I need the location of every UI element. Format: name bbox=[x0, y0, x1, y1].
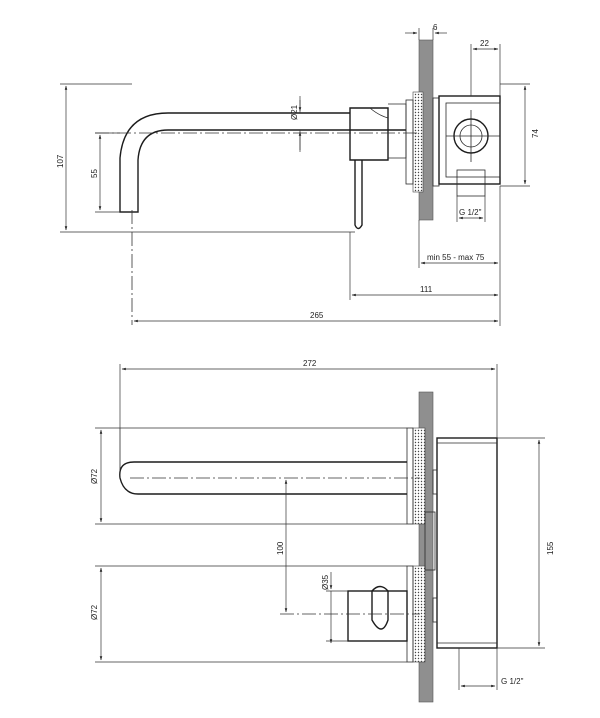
dim-outlet-height: 55 bbox=[90, 169, 99, 178]
dim-total-length-top: 265 bbox=[310, 311, 324, 320]
spout-body bbox=[119, 112, 406, 213]
box-side-tab-upper bbox=[432, 469, 438, 495]
dim-box-height: 74 bbox=[531, 129, 540, 138]
bottom-view: 272 Ø72 Ø72 100 Ø35 155 G 1/2" bbox=[90, 359, 555, 703]
lever-handle bbox=[354, 160, 363, 230]
dim-lever-depth: 111 bbox=[420, 285, 433, 294]
valve-box-top bbox=[438, 95, 501, 185]
thread-stub-top bbox=[456, 169, 486, 197]
dim-total-length-bottom: 272 bbox=[303, 359, 317, 368]
lever-cap bbox=[369, 107, 389, 119]
lever-body-front bbox=[347, 590, 408, 642]
dim-thread-bottom: G 1/2" bbox=[501, 677, 524, 686]
dim-thread-top: G 1/2" bbox=[459, 208, 482, 217]
valve-box-bottom bbox=[436, 437, 498, 649]
dim-plate-lower: Ø72 bbox=[90, 604, 99, 620]
wall-connector-mid bbox=[424, 511, 436, 571]
lever-body bbox=[349, 107, 389, 161]
rosette-upper bbox=[406, 427, 414, 525]
wall-flange-outer bbox=[432, 97, 440, 187]
dim-lever-diameter: Ø35 bbox=[321, 574, 330, 590]
wall-flange-top bbox=[405, 99, 414, 185]
dim-spacing: 100 bbox=[276, 541, 285, 555]
dim-box-height-bottom: 155 bbox=[546, 541, 555, 555]
box-side-tab-lower bbox=[432, 597, 438, 623]
dim-depth-range: min 55 - max 75 bbox=[427, 253, 485, 262]
lever-handle-front bbox=[371, 585, 389, 630]
wall-plate-upper bbox=[412, 427, 426, 525]
valve-box-inner bbox=[445, 102, 501, 178]
dim-total-height: 107 bbox=[56, 154, 65, 168]
dim-box-width: 22 bbox=[480, 39, 489, 48]
lever-collar bbox=[388, 103, 407, 159]
dim-wall-thickness: 6 bbox=[433, 23, 438, 32]
dim-pipe-diameter: Ø21 bbox=[290, 104, 299, 120]
dim-plate-upper: Ø72 bbox=[90, 468, 99, 484]
top-view: 6 22 74 Ø21 107 55 G 1/2" bbox=[56, 23, 540, 326]
wall-plate-top bbox=[412, 91, 424, 193]
